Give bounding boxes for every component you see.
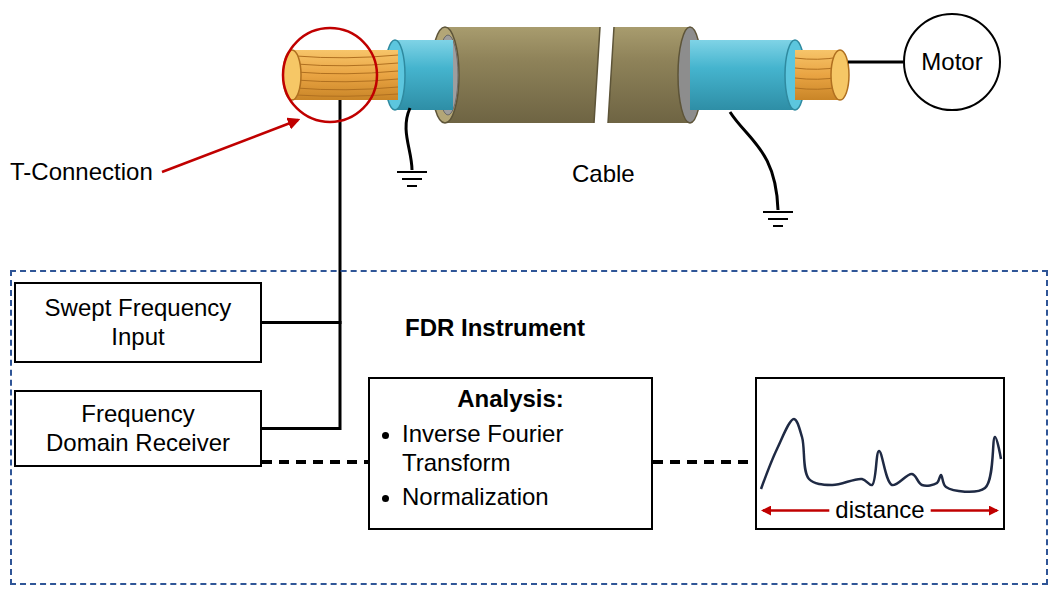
ground-wire <box>406 108 412 170</box>
cable-conductor-end <box>795 50 849 100</box>
cable-jacket <box>431 27 690 123</box>
motor-circle: Motor <box>902 12 1002 112</box>
data-flow-line <box>262 460 368 464</box>
region-title: FDR Instrument <box>405 314 585 343</box>
waveform-line <box>761 419 1001 492</box>
highlight-circle <box>283 28 377 122</box>
circle-outline <box>904 14 1000 110</box>
cable-conductor <box>296 55 398 96</box>
motor-wire <box>848 61 903 64</box>
callout-label: T-Connection <box>10 158 153 187</box>
ground-wire <box>407 185 417 187</box>
box-heading: Analysis: <box>380 385 641 414</box>
cable-jacket <box>594 27 600 123</box>
ground-wire <box>402 178 422 180</box>
distance-arrow <box>931 509 997 512</box>
analysis-box: Analysis: Inverse Fourier TransformNormal… <box>368 377 653 530</box>
instrument-region: FDR Instrument Swept Frequency InputFrequ… <box>10 270 1048 585</box>
ground-wire <box>730 112 778 210</box>
ground-wire <box>397 108 793 226</box>
box-label: Frequency Domain Receiver <box>39 400 237 458</box>
process-box: Frequency Domain Receiver <box>14 390 262 467</box>
cable-insulation-end <box>690 40 805 110</box>
ground-wire <box>768 218 788 220</box>
axis-label: distance <box>835 496 924 525</box>
cable-conductor <box>283 50 398 100</box>
box-label: Swept Frequency Input <box>39 294 237 352</box>
data-flow-line <box>653 460 755 464</box>
cable-conductor-end <box>831 50 849 100</box>
bullet-item: Inverse Fourier Transform <box>402 420 632 478</box>
process-box: Swept Frequency Input <box>14 282 262 363</box>
ground-wire <box>397 171 427 173</box>
cable-jacket <box>608 27 614 123</box>
ground-wire <box>763 211 793 213</box>
callout-arrow <box>162 120 298 172</box>
ground-wire <box>773 225 783 227</box>
cable-insulation-end <box>690 40 795 110</box>
plot-box: distance <box>755 377 1005 530</box>
distance-arrow <box>763 509 829 512</box>
bullet-item: Normalization <box>402 483 632 512</box>
part-label: Cable <box>572 160 635 189</box>
cable-jacket <box>445 27 600 123</box>
tap-wire <box>339 100 342 324</box>
signal-wire <box>262 323 340 429</box>
motor-label: Motor <box>921 48 982 77</box>
cable-conductor <box>292 50 398 100</box>
